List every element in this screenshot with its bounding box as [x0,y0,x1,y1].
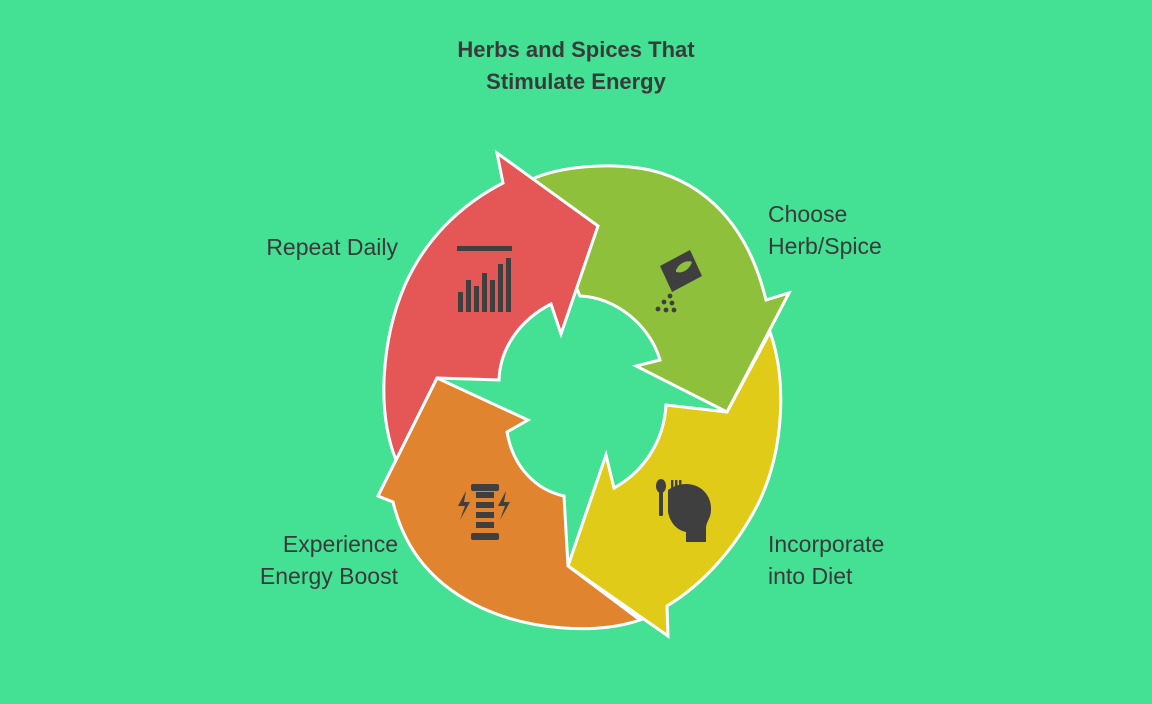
step-label-line-2: into Diet [768,563,853,589]
step-label-experience-energy-boost: Experience Energy Boost [200,528,398,592]
energy-bolt-icon [458,484,510,540]
step-label-repeat-daily: Repeat Daily [200,231,398,263]
title-line-1: Herbs and Spices That [457,37,695,62]
step-label-line-2: Energy Boost [259,563,398,589]
step-label-line-1: Repeat Daily [266,234,398,260]
diagram-title: Herbs and Spices That Stimulate Energy [376,34,776,98]
step-label-choose-herb-spice: Choose Herb/Spice [768,198,882,262]
head-with-utensils-icon [656,479,712,542]
step-label-line-2: Herb/Spice [768,233,882,259]
step-label-line-1: Choose [768,201,848,227]
title-line-2: Stimulate Energy [486,69,666,94]
cycle-arrow-incorporate [566,328,783,639]
step-label-line-1: Experience [282,531,398,557]
herb-packet-icon [655,250,702,313]
step-label-line-1: Incorporate [768,531,885,557]
bar-chart-icon [457,246,512,312]
step-label-incorporate-into-diet: Incorporate into Diet [768,528,884,592]
